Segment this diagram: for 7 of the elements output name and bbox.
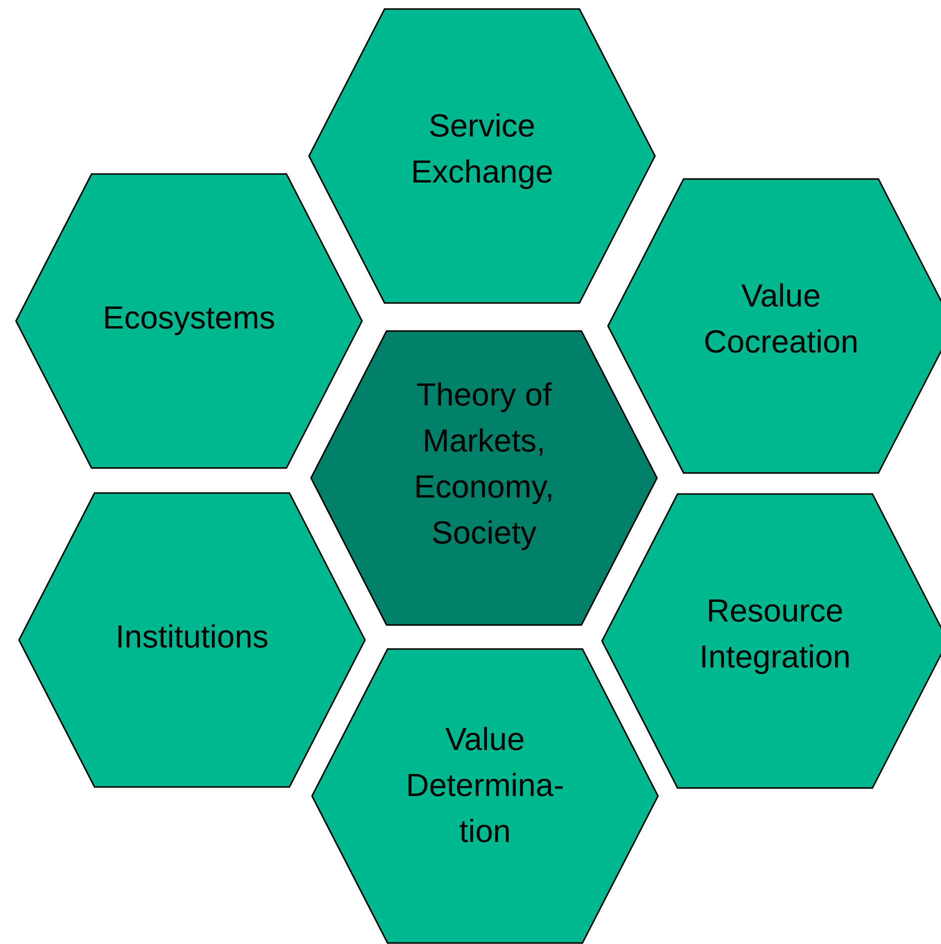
- hexagon-label: Resource Integration: [698, 592, 852, 677]
- hexagon-label: Institutions: [114, 617, 270, 656]
- hexagon-label: Service Exchange: [410, 106, 554, 192]
- hexagon-label: Value Determina- tion: [404, 720, 566, 851]
- hexagon-label: Theory of Markets, Economy, Society: [413, 375, 555, 552]
- hexagon-label: Ecosystems: [102, 298, 276, 338]
- hexagon-label: Value Cocreation: [702, 276, 860, 362]
